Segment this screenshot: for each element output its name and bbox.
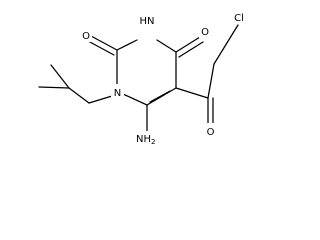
bond-c4-o-right-b	[178, 41, 204, 58]
bond-c4-o-right-a	[175, 36, 201, 53]
bond-c5-c6-inner	[149, 90, 171, 103]
bond-c6-n1	[122, 93, 148, 106]
amino-base: NH	[136, 134, 151, 145]
bond-ch2-cl	[213, 24, 239, 65]
atom-chlorine: Cl	[234, 13, 244, 24]
bond-n3-c4	[156, 39, 177, 53]
bond-c5-c6	[146, 87, 177, 106]
bond-ch-ch3-left	[38, 86, 70, 89]
bond-c2-o-top-a	[90, 35, 118, 51]
bond-c5-co	[175, 87, 209, 99]
bond-n1-ch2	[88, 95, 113, 104]
bond-ch-ch3-up	[50, 64, 70, 89]
bond-c2-n3	[116, 39, 138, 51]
bond-c2-o-top-b	[87, 40, 115, 56]
atom-nh-ring: HN	[140, 16, 155, 27]
bond-co-ch2cl	[207, 63, 215, 99]
bond-ch2-ch	[68, 87, 90, 104]
molecule-structure: HN O O N Cl O NH2	[38, 13, 244, 146]
atom-oxygen-right: O	[201, 27, 209, 38]
atom-nitrogen-ring: N	[114, 88, 121, 99]
atom-oxygen-top: O	[82, 31, 90, 42]
atom-amino: NH2	[136, 134, 155, 146]
amino-subscript: 2	[151, 138, 155, 146]
atom-oxygen-ketone: O	[207, 127, 215, 138]
